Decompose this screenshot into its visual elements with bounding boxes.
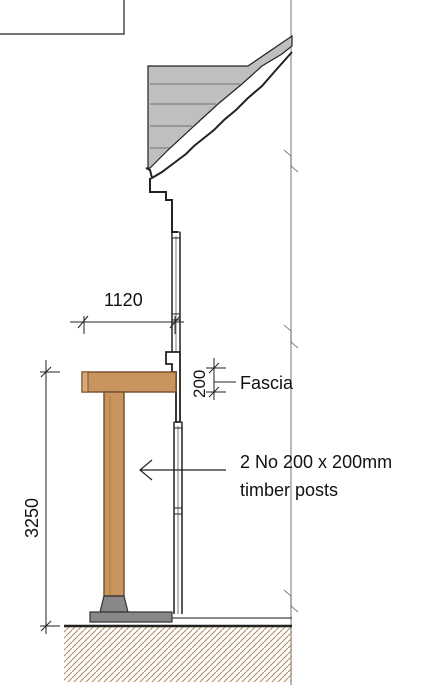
posts-leader-arrow	[139, 459, 226, 481]
dimension-post-height-label: 3250	[22, 498, 42, 538]
gridline	[283, 0, 299, 685]
wall-column-lower	[173, 421, 183, 614]
dimension-fascia	[206, 358, 236, 400]
posts-annotation-line2: timber posts	[240, 480, 338, 500]
dimension-offset	[70, 315, 184, 334]
timber-post	[103, 391, 125, 597]
dimension-fascia-label: 200	[190, 370, 209, 398]
dimension-offset-label: 1120	[104, 290, 143, 310]
ground-hatch	[64, 626, 292, 682]
wall-column	[171, 231, 181, 352]
dimension-post-height	[40, 360, 60, 634]
post-base	[89, 595, 173, 623]
timber-beam-end	[81, 371, 89, 393]
roof-eave	[145, 34, 293, 233]
fascia-annotation: Fascia	[240, 373, 294, 393]
posts-annotation-line1: 2 No 200 x 200mm	[240, 452, 392, 472]
title-box-frame	[0, 0, 125, 35]
timber-beam	[81, 371, 177, 393]
